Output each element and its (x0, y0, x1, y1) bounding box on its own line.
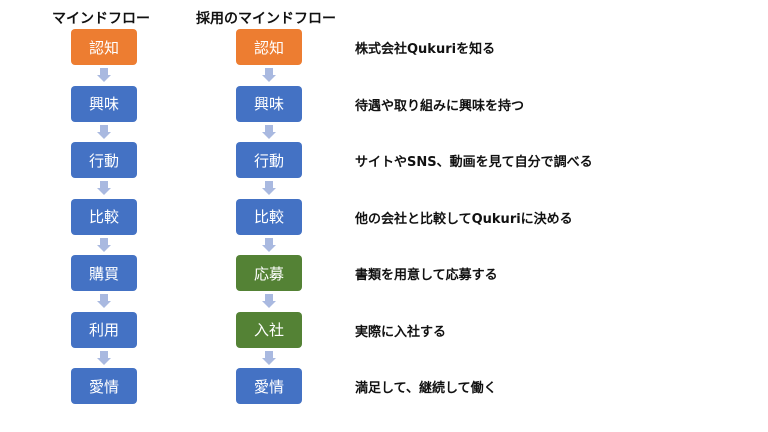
step-description: 書類を用意して応募する (355, 268, 498, 283)
step-label: 愛情 (88, 377, 119, 396)
down-arrow-icon (97, 68, 111, 83)
down-arrow-icon (262, 350, 276, 366)
step-label: 利用 (88, 321, 119, 339)
right-step-box: 認知 (236, 29, 302, 65)
right-step-box: 行動 (236, 142, 302, 178)
left-step-box: 購買 (71, 255, 137, 291)
left-step-box: 比較 (71, 198, 137, 235)
right-step-box: 応募 (236, 255, 302, 291)
right-step-box: 比較 (236, 198, 302, 235)
step-label: 行動 (88, 151, 119, 170)
down-arrow-icon (262, 124, 276, 140)
step-description: 株式会社Qukuriを知る (355, 42, 496, 57)
step-label: 興味 (88, 95, 119, 113)
step-label: 比較 (88, 208, 119, 226)
down-arrow-icon (97, 181, 111, 196)
step-label: 応募 (253, 264, 284, 283)
down-arrow-icon (97, 350, 111, 366)
step-description: サイトやSNS、動画を見て自分で調べる (355, 155, 593, 170)
step-label: 興味 (253, 95, 284, 113)
step-description: 待遇や取り組みに興味を持つ (355, 98, 525, 114)
right-step-box: 入社 (236, 311, 302, 348)
left-step-box: 愛情 (71, 368, 137, 404)
step-description: 実際に入社する (355, 324, 447, 340)
left-step-box: 認知 (71, 29, 137, 65)
down-arrow-icon (262, 68, 276, 83)
right-column-title: 採用のマインドフロー (196, 11, 336, 27)
step-label: 購買 (88, 264, 119, 283)
step-label: 愛情 (253, 377, 284, 396)
step-description: 満足して、継続して働く (355, 381, 497, 396)
down-arrow-icon (262, 181, 276, 196)
down-arrow-icon (262, 237, 276, 253)
step-label: 認知 (88, 38, 119, 57)
right-step-box: 愛情 (236, 368, 302, 404)
step-label: 比較 (253, 208, 284, 226)
down-arrow-icon (97, 294, 111, 309)
step-label: 行動 (253, 151, 284, 170)
step-label: 認知 (253, 38, 284, 57)
step-description: 他の会社と比較してQukuriに決める (355, 211, 573, 227)
left-column-title: マインドフロー (52, 11, 150, 27)
left-step-box: 行動 (71, 142, 137, 178)
left-step-box: 興味 (71, 85, 137, 122)
step-label: 入社 (253, 321, 284, 339)
down-arrow-icon (97, 237, 111, 253)
down-arrow-icon (97, 124, 111, 140)
right-step-box: 興味 (236, 85, 302, 122)
left-step-box: 利用 (71, 311, 137, 348)
down-arrow-icon (262, 294, 276, 309)
